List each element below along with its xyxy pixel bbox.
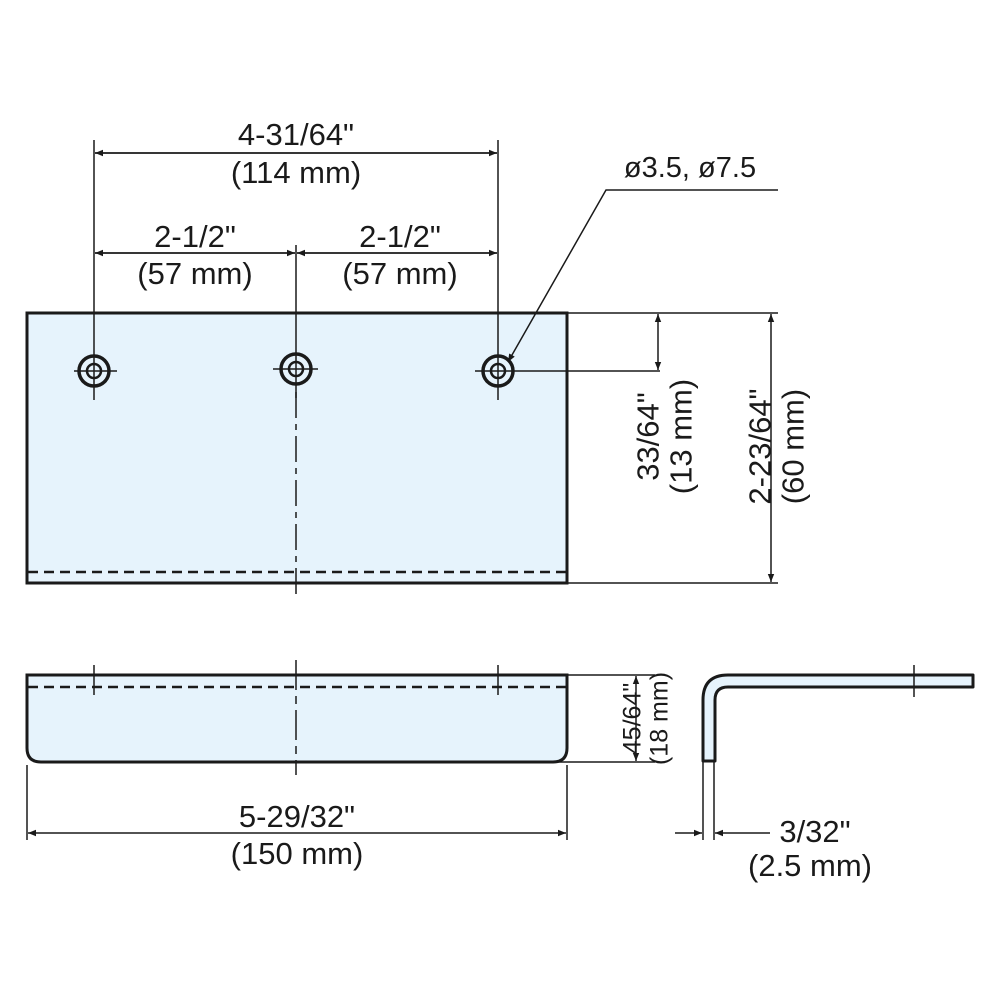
overall-width-inch: 5-29/32"	[238, 799, 356, 834]
hole-edge-distance-mm: (13 mm)	[663, 378, 699, 495]
top-dimension-lines	[95, 149, 497, 257]
overall-span-inch: 4-31/64"	[237, 117, 355, 152]
front-dimension-lines	[26, 674, 655, 840]
overall-span-mm: (114 mm)	[230, 155, 362, 190]
hole-edge-distance-inch: 33/64"	[630, 392, 666, 481]
overall-width-mm: (150 mm)	[230, 836, 364, 871]
hole-center-icon	[273, 352, 318, 386]
thickness-inch: 3/32"	[779, 814, 851, 849]
plate-height-mm: (60 mm)	[775, 388, 811, 505]
hole-left-icon	[74, 354, 117, 388]
right-dimension-lines	[568, 312, 778, 584]
mounting-holes	[74, 352, 660, 388]
top-view-plate	[25, 311, 569, 585]
front-view-profile	[25, 660, 569, 775]
depth-mm: (18 mm)	[645, 671, 674, 766]
hole-right-icon	[475, 354, 660, 388]
hole-callout-leader	[507, 189, 778, 363]
left-pitch-mm: (57 mm)	[137, 256, 253, 291]
left-pitch-inch: 2-1/2"	[154, 219, 236, 254]
hole-callout-label: ø3.5, ø7.5	[623, 152, 757, 184]
plate-height-inch: 2-23/64"	[742, 388, 778, 505]
side-view-profile	[675, 665, 975, 840]
right-pitch-inch: 2-1/2"	[359, 219, 441, 254]
right-pitch-mm: (57 mm)	[342, 256, 458, 291]
thickness-mm: (2.5 mm)	[748, 848, 872, 883]
